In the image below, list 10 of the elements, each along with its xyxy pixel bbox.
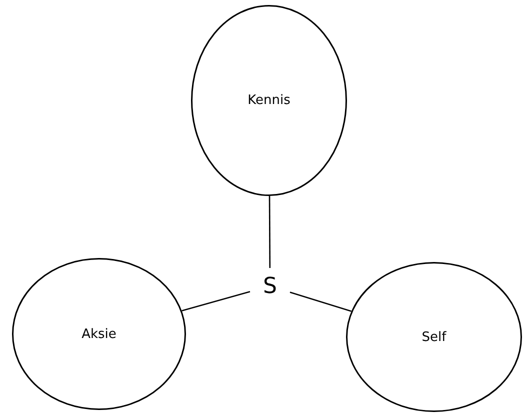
connector-line — [290, 292, 352, 312]
node-label: Kennis — [248, 93, 290, 108]
connector-line — [182, 290, 250, 312]
circle-node — [191, 5, 347, 196]
circle-node — [12, 258, 186, 410]
connector-line — [268, 196, 271, 268]
circle-node — [346, 262, 522, 412]
node-label: Aksie — [82, 326, 116, 342]
node-label: S — [263, 274, 277, 298]
node-label: Self — [422, 330, 446, 344]
